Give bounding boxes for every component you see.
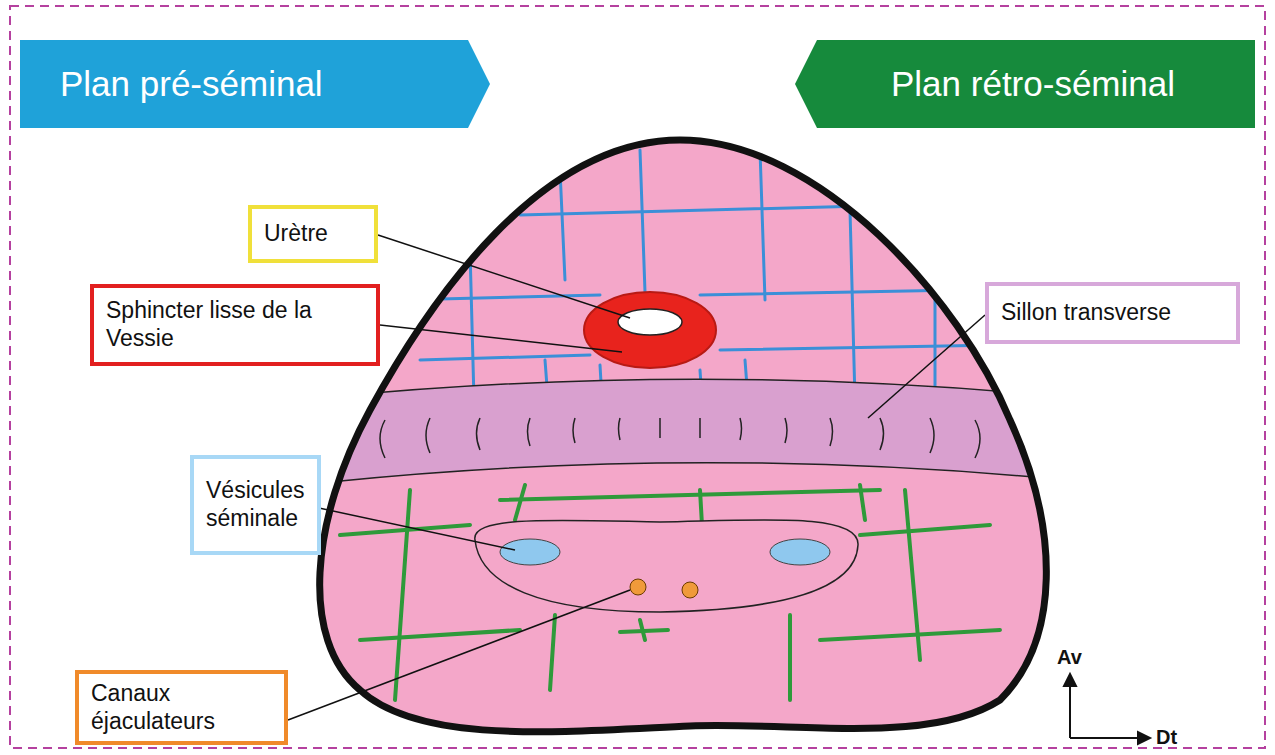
seminal-region [475,520,858,612]
label-box: Urètre [248,205,378,263]
plane-banner: Plan rétro-séminal [795,40,1255,128]
plane-banner: Plan pré-séminal [20,40,490,128]
axis-label: Dt [1156,726,1177,749]
anterior-grid [400,150,1000,400]
frame [10,6,1265,748]
label-text: Urètre [264,220,328,248]
label-text: Plan pré-séminal [60,63,323,105]
label-text: Sillon transverse [1001,299,1171,327]
ejaculatory-duct [682,582,698,598]
label-text: Plan rétro-séminal [891,63,1175,105]
label-box: Sillon transverse [985,282,1240,344]
sillon-ticks [380,418,980,458]
banner-shape [20,40,490,128]
label-box: Sphincter lisse de la Vessie [90,284,380,366]
sillon-band [320,379,1045,483]
label-text: Sphincter lisse de la Vessie [106,297,364,352]
label-text: Canaux éjaculateurs [91,680,272,735]
label-box: Vésicules séminale [190,455,321,555]
seminal-vesicle [770,539,830,565]
axis-label: Av [1057,646,1082,669]
ejaculatory-duct [630,579,646,595]
posterior-grid [340,485,1000,700]
prostate-outline [320,140,1047,732]
leader-lines [288,235,985,720]
smooth-sphincter [584,292,716,368]
banner-shape [795,40,1255,128]
label-text: Vésicules séminale [206,477,305,532]
urethra [618,309,682,335]
seminal-vesicle [500,539,560,565]
orientation-axes [1064,674,1150,744]
prostate-body [320,140,1047,732]
label-box: Canaux éjaculateurs [75,670,288,745]
sillon-edge [320,379,1045,483]
